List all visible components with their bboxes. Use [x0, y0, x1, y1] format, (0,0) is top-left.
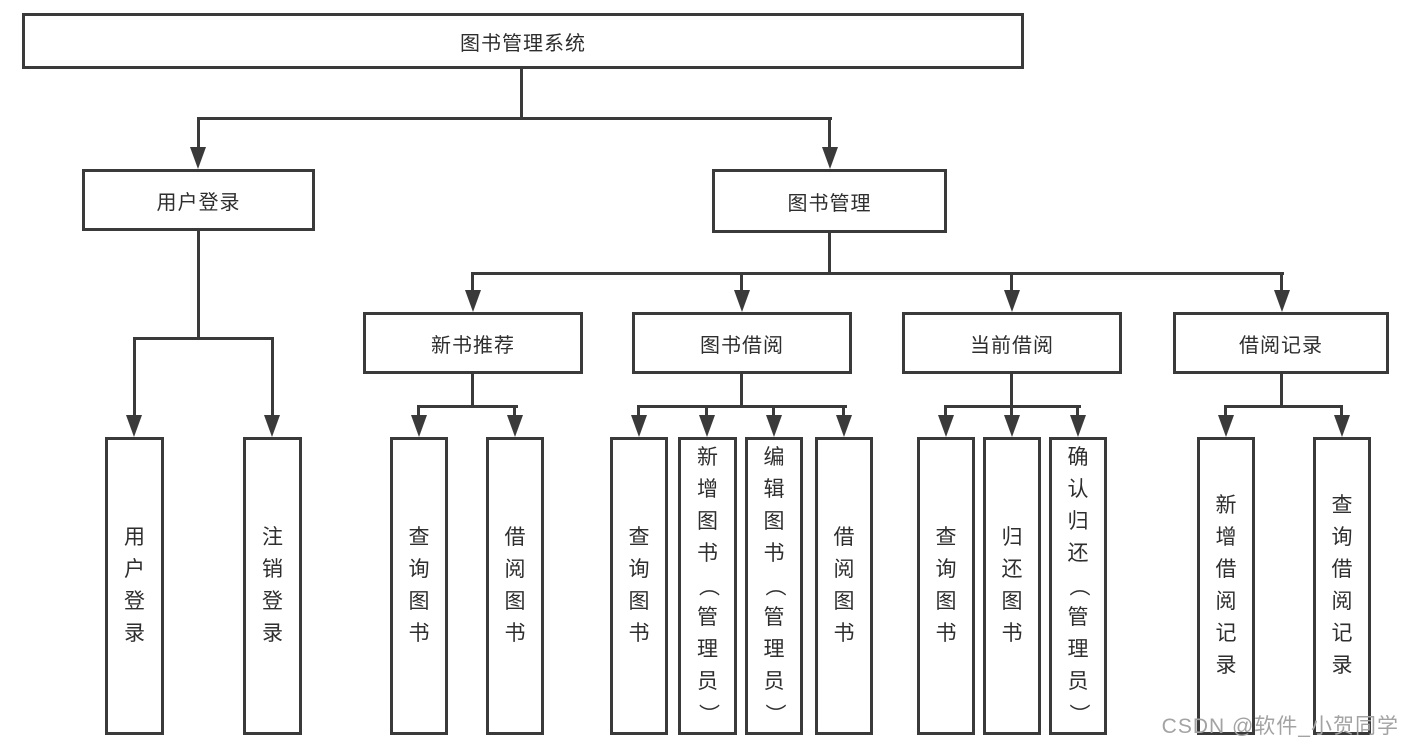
node-book-borrow: 图书借阅: [632, 312, 852, 374]
arrow-down-icon: [411, 415, 427, 437]
connector-line: [1010, 374, 1013, 407]
connector-line: [1280, 374, 1283, 407]
arrow-down-icon: [1274, 290, 1290, 312]
connector-line: [1340, 405, 1343, 417]
node-borrow-record-label: 借阅记录: [1239, 334, 1323, 357]
node-user-login: 用户登录: [82, 169, 315, 231]
connector-line: [1224, 405, 1227, 417]
arrow-down-icon: [938, 415, 954, 437]
connector-line: [1010, 272, 1013, 294]
node-new-book-recommend: 新书推荐: [363, 312, 583, 374]
arrow-down-icon: [734, 290, 750, 312]
connector-line: [417, 405, 518, 408]
connector-line: [417, 405, 420, 417]
node-leaf-br-query-record: 查询借阅记录: [1313, 437, 1371, 735]
connector-line: [133, 337, 274, 340]
node-book-management: 图书管理: [712, 169, 947, 233]
node-leaf-bb-query-book: 查询图书: [610, 437, 668, 735]
node-leaf-bb-add-book-label: 新增图书（管理员）: [696, 446, 720, 725]
arrow-down-icon: [126, 415, 142, 437]
node-borrow-record: 借阅记录: [1173, 312, 1389, 374]
arrow-down-icon: [699, 415, 715, 437]
node-leaf-bb-edit-book: 编辑图书（管理员）: [745, 437, 803, 735]
node-leaf-cb-return-book-label: 归还图书: [1001, 526, 1023, 645]
connector-line: [1224, 405, 1343, 408]
node-book-borrow-label: 图书借阅: [700, 334, 784, 357]
connector-line: [471, 374, 474, 407]
arrow-down-icon: [190, 147, 206, 169]
arrow-down-icon: [1218, 415, 1234, 437]
connector-line: [133, 337, 136, 417]
connector-line: [842, 405, 845, 417]
connector-line: [471, 272, 1284, 275]
node-leaf-br-query-record-label: 查询借阅记录: [1331, 494, 1353, 677]
connector-line: [1010, 405, 1013, 417]
node-user-login-label: 用户登录: [156, 191, 241, 214]
arrow-down-icon: [631, 415, 647, 437]
node-leaf-logout: 注销登录: [243, 437, 302, 735]
connector-line: [637, 405, 847, 408]
arrow-down-icon: [822, 147, 838, 169]
node-current-borrow-label: 当前借阅: [970, 334, 1054, 357]
node-leaf-nbr-query-book: 查询图书: [390, 437, 448, 735]
connector-line: [1280, 272, 1283, 294]
node-root: 图书管理系统: [22, 13, 1024, 69]
connector-line: [740, 374, 743, 407]
node-leaf-bb-edit-book-label: 编辑图书（管理员）: [763, 446, 786, 725]
arrow-down-icon: [507, 415, 523, 437]
arrow-down-icon: [836, 415, 852, 437]
connector-line: [197, 117, 832, 120]
node-leaf-bb-add-book: 新增图书（管理员）: [678, 437, 737, 735]
connector-line: [828, 117, 831, 150]
node-leaf-nbr-query-book-label: 查询图书: [408, 526, 430, 645]
csdn-watermark: CSDN @软件_小贺同学: [1161, 715, 1399, 738]
arrow-down-icon: [465, 290, 481, 312]
connector-line: [828, 233, 831, 275]
node-leaf-cb-query-book-label: 查询图书: [935, 526, 957, 645]
node-leaf-br-add-record-label: 新增借阅记录: [1215, 494, 1237, 677]
node-leaf-logout-label: 注销登录: [262, 526, 283, 645]
connector-line: [772, 405, 775, 417]
connector-line: [944, 405, 947, 417]
connector-line: [271, 337, 274, 417]
node-leaf-bb-borrow-book: 借阅图书: [815, 437, 873, 735]
connector-line: [471, 272, 474, 294]
arrow-down-icon: [1070, 415, 1086, 437]
node-leaf-cb-return-book: 归还图书: [983, 437, 1041, 735]
connector-line: [1076, 405, 1079, 417]
connector-line: [740, 272, 743, 294]
arrow-down-icon: [1004, 290, 1020, 312]
node-leaf-bb-query-book-label: 查询图书: [628, 526, 650, 645]
node-leaf-bb-borrow-book-label: 借阅图书: [833, 526, 855, 645]
node-leaf-br-add-record: 新增借阅记录: [1197, 437, 1255, 735]
connector-line: [197, 231, 200, 340]
node-leaf-nbr-borrow-book-label: 借阅图书: [504, 526, 526, 645]
node-leaf-nbr-borrow-book: 借阅图书: [486, 437, 544, 735]
node-leaf-cb-confirm-return-label: 确认归还（管理员）: [1067, 446, 1090, 725]
arrow-down-icon: [766, 415, 782, 437]
node-new-book-recommend-label: 新书推荐: [431, 334, 515, 357]
node-book-management-label: 图书管理: [787, 192, 872, 215]
arrow-down-icon: [1334, 415, 1350, 437]
node-leaf-cb-query-book: 查询图书: [917, 437, 975, 735]
connector-line: [197, 117, 200, 150]
connector-line: [513, 405, 516, 417]
node-root-label: 图书管理系统: [460, 32, 586, 55]
node-leaf-cb-confirm-return: 确认归还（管理员）: [1049, 437, 1107, 735]
node-current-borrow: 当前借阅: [902, 312, 1122, 374]
connector-line: [637, 405, 640, 417]
arrow-down-icon: [1004, 415, 1020, 437]
connector-line: [705, 405, 708, 417]
node-leaf-user-login-label: 用户登录: [124, 526, 145, 645]
arrow-down-icon: [264, 415, 280, 437]
node-leaf-user-login: 用户登录: [105, 437, 164, 735]
connector-line: [520, 68, 523, 118]
